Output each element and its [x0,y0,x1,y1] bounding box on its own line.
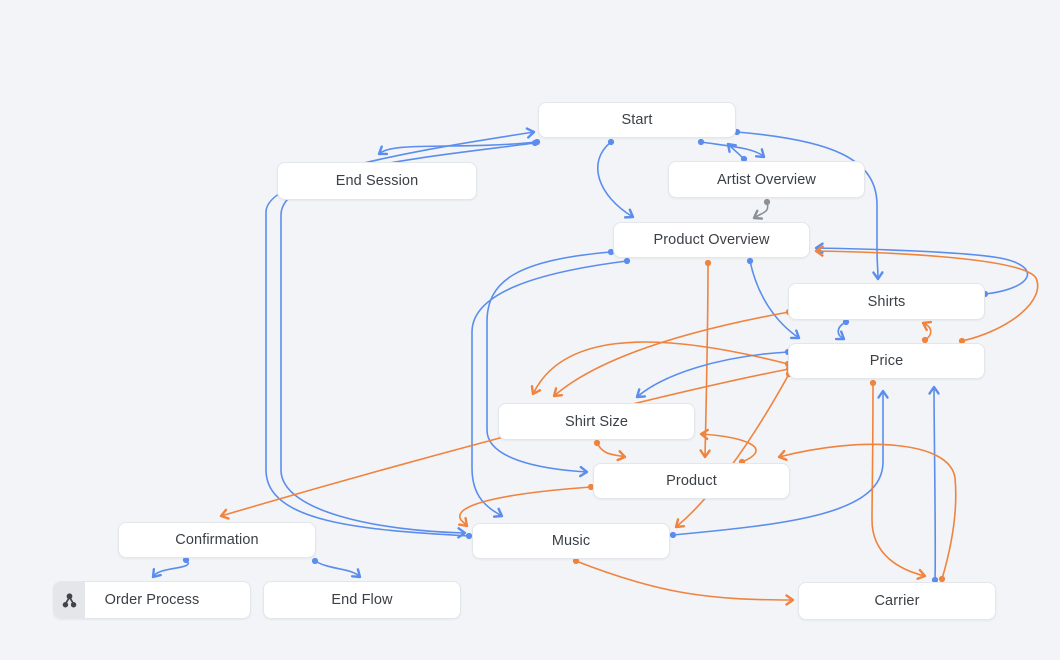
node-label: Music [551,533,591,549]
edge-product-to-shirt-size[interactable] [700,433,757,463]
edge-price-to-shirt-size[interactable] [636,351,789,398]
edge-carrier-to-product[interactable] [778,443,957,580]
node-product[interactable]: Product [593,463,790,499]
node-order-process[interactable]: Order Process [53,581,251,619]
edge-product-overview-to-product[interactable] [486,251,612,473]
node-shirt-size[interactable]: Shirt Size [498,403,695,440]
edge-confirmation-to-order-process[interactable] [152,559,189,578]
node-carrier[interactable]: Carrier [798,582,996,620]
node-label: Price [869,353,904,369]
edge-price-to-confirmation[interactable] [220,368,790,517]
edge-start-to-product-overview[interactable] [596,141,634,218]
edge-shirt-size-to-product[interactable] [596,442,626,458]
node-label: Start [621,112,653,128]
node-label: Carrier [874,593,920,609]
edge-start-to-shirts[interactable] [736,131,879,280]
edge-music-to-start[interactable] [265,131,535,537]
edge-artist-overview-to-product-overview[interactable] [753,201,769,219]
edge-start-to-music[interactable] [280,142,536,534]
edge-shirts-to-shirt-size[interactable] [553,311,790,397]
node-label: Artist Overview [717,171,816,188]
node-label: End Flow [331,592,393,608]
edge-start-to-artist-overview[interactable] [700,141,765,158]
edge-music-to-carrier[interactable] [575,560,794,601]
node-label: Order Process [104,592,200,608]
node-label: Shirts [867,293,906,310]
node-label: Product [666,473,717,489]
node-shirts[interactable]: Shirts [788,283,985,320]
edge-shirts-to-price[interactable] [837,321,847,340]
edge-price-to-shirt-size[interactable] [532,341,789,395]
edge-price-to-carrier[interactable] [871,382,926,577]
edge-shirts-to-product-overview[interactable] [815,247,1029,295]
edge-product-to-music[interactable] [459,486,592,527]
edge-price-to-music[interactable] [675,373,790,528]
node-music[interactable]: Music [472,523,670,559]
edge-music-to-price[interactable] [672,391,884,536]
node-price[interactable]: Price [788,343,985,379]
edge-product-overview-to-music[interactable] [471,260,628,517]
node-label: Product Overview [653,232,770,248]
edge-price-to-shirts[interactable] [922,322,932,341]
edge-carrier-to-price[interactable] [933,386,937,581]
node-end-session[interactable]: End Session [277,162,477,200]
node-label: Shirt Size [564,413,629,430]
edge-price-to-product-overview[interactable] [815,250,1039,342]
node-label: End Session [335,173,419,189]
edge-confirmation-to-end-flow[interactable] [314,560,361,578]
node-product-overview[interactable]: Product Overview [613,222,810,258]
node-end-flow[interactable]: End Flow [263,581,461,619]
node-start[interactable]: Start [538,102,736,138]
node-artist-overview[interactable]: Artist Overview [668,161,865,198]
flow-branch-icon [54,582,85,618]
node-label: Confirmation [175,532,259,548]
edge-product-overview-to-product[interactable] [704,262,709,458]
node-confirmation[interactable]: Confirmation [118,522,316,558]
